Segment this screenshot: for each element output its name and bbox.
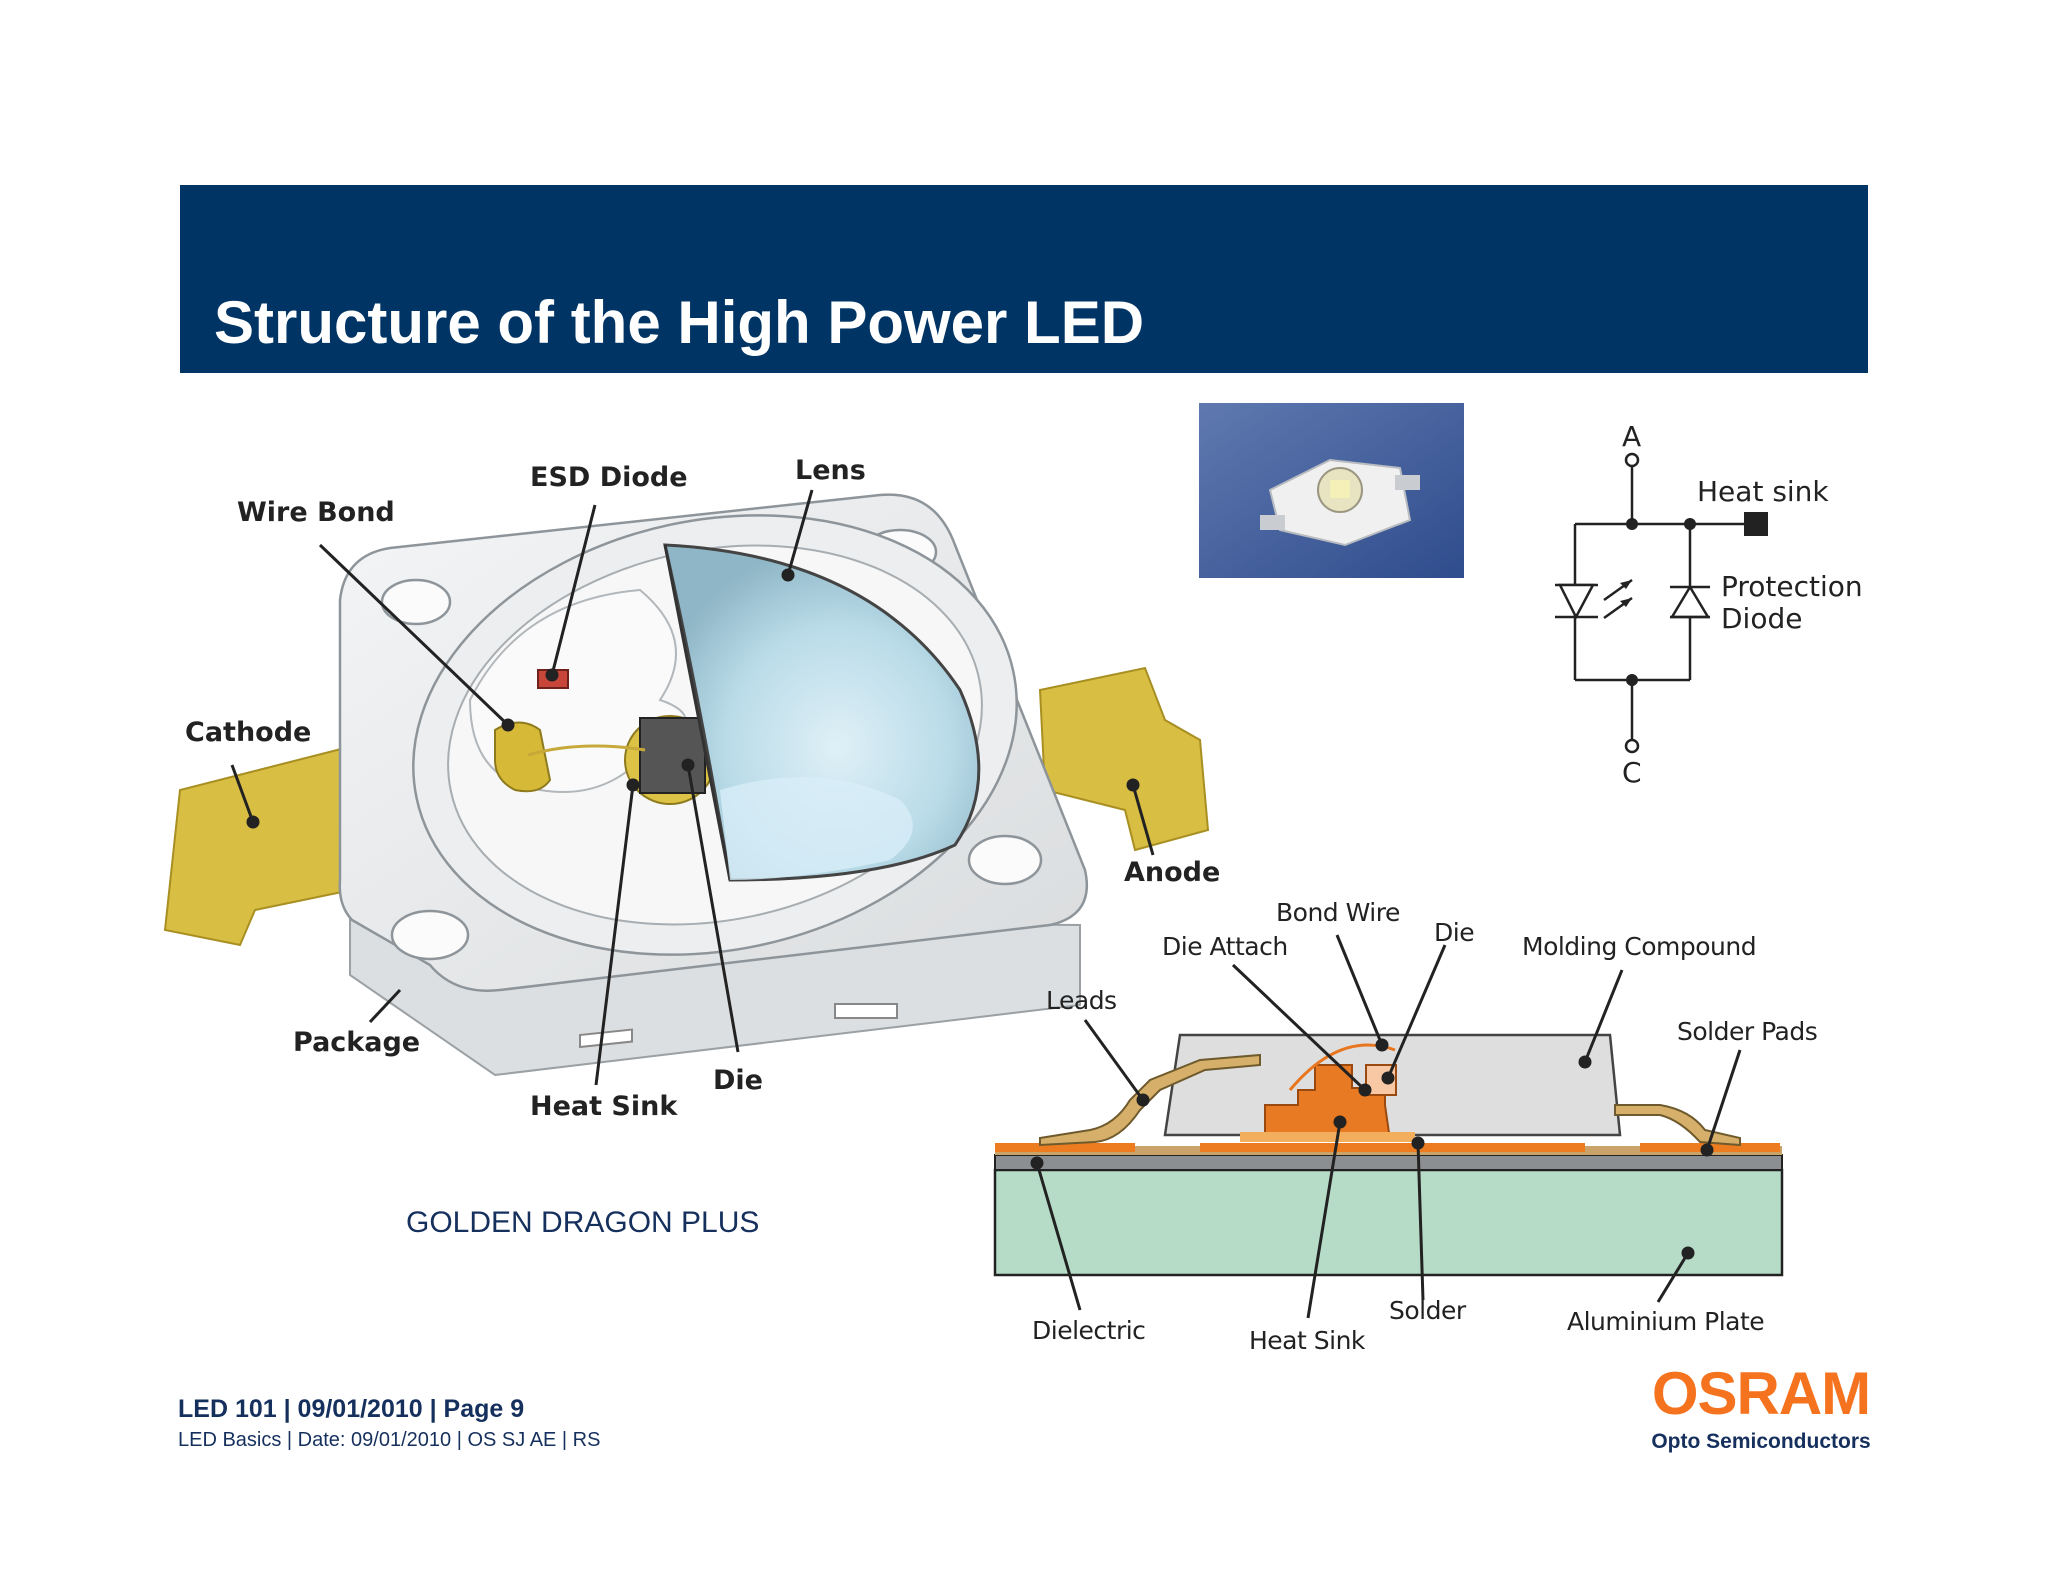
brand-logo: OSRAM Opto Semiconductors [1648, 1364, 1874, 1454]
label-anode: Anode [1124, 857, 1221, 888]
label-aluminium-plate: Aluminium Plate [1567, 1307, 1765, 1336]
label-cathode: Cathode [185, 717, 312, 748]
title-bar [180, 185, 1868, 373]
product-caption: GOLDEN DRAGON PLUS [406, 1206, 760, 1239]
schematic-heat-sink-label: Heat sink [1697, 475, 1829, 508]
brand-name: OSRAM [1651, 1360, 1871, 1427]
label-solder-pads: Solder Pads [1677, 1017, 1818, 1046]
schematic-protection-label: Protection [1721, 570, 1863, 603]
label-lens: Lens [795, 455, 866, 486]
right-lead [1614, 1104, 1741, 1147]
heat-sink-terminal [1744, 512, 1768, 536]
footer-sub: LED Basics | Date: 09/01/2010 | OS SJ AE… [178, 1429, 601, 1451]
label-dielectric: Dielectric [1032, 1316, 1146, 1345]
left-lead [1039, 1053, 1261, 1147]
cathode-pad [494, 721, 552, 793]
mount-hole [390, 909, 470, 961]
brand-subtitle: Opto Semiconductors [1651, 1430, 1871, 1453]
label-esd-diode: ESD Diode [530, 462, 688, 493]
label-die: Die [713, 1065, 763, 1096]
mount-hole [967, 834, 1043, 886]
label-die-attach: Die Attach [1162, 932, 1288, 961]
schematic-anode-label: A [1622, 420, 1642, 453]
schematic-diode-label: Diode [1721, 602, 1803, 635]
die-chip [639, 717, 706, 794]
schematic-cathode-label: C [1622, 756, 1642, 789]
label-package: Package [293, 1027, 421, 1058]
label-molding-compound: Molding Compound [1522, 932, 1757, 961]
label-heat-sink: Heat Sink [530, 1091, 678, 1122]
label-cs-die: Die [1434, 918, 1475, 947]
anode-lead [1038, 666, 1210, 852]
wire-bond [527, 744, 646, 757]
label-cs-heat-sink: Heat Sink [1249, 1326, 1365, 1355]
dielectric-layer [994, 1154, 1783, 1171]
label-wire-bond: Wire Bond [237, 497, 395, 528]
heat-sink-block [1264, 1064, 1392, 1141]
aluminium-plate [993, 1168, 1784, 1277]
label-bond-wire: Bond Wire [1276, 898, 1400, 927]
mount-hole [380, 578, 452, 626]
label-solder: Solder [1389, 1296, 1466, 1325]
label-leads: Leads [1046, 986, 1117, 1015]
footer-main: LED 101 | 09/01/2010 | Page 9 [178, 1395, 525, 1423]
cross-section [993, 1033, 1784, 1277]
page-title: Structure of the High Power LED [214, 289, 1145, 356]
